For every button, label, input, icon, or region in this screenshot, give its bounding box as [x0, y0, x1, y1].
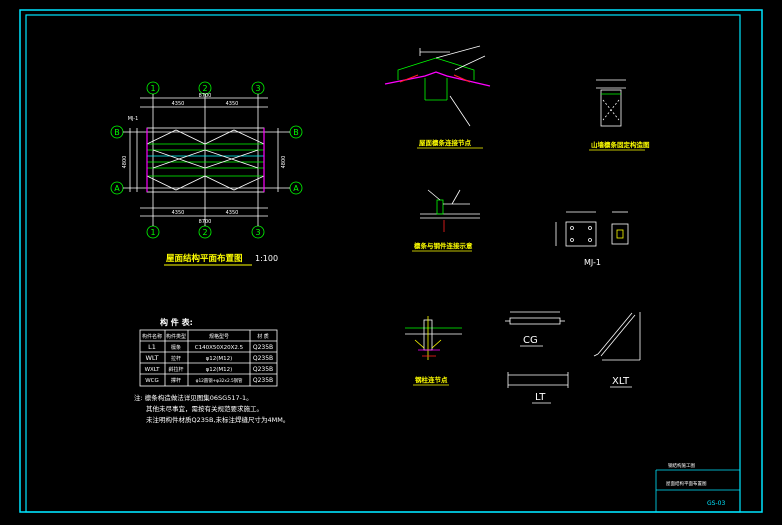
dim-top-2: 4350: [226, 101, 239, 107]
table-row: WLT 拉杆 φ12(M12) Q235B: [145, 354, 273, 362]
axis-label-a-right: A: [293, 184, 299, 193]
dim-side-right: 4800: [281, 156, 287, 169]
lt-detail: [507, 372, 569, 388]
table-row: WCG 撑杆 φ12圆钢+φ32x2.5钢管 Q235B: [145, 377, 273, 384]
xlt-detail: [593, 312, 641, 361]
notes: 注: 檩条构造做法详见图集06SG517-1。 其他未尽事宜，需按有关规范要求施…: [134, 393, 289, 424]
note-line-3: 未注明构件材质Q235B,未标注焊缝尺寸为4MM。: [146, 415, 289, 424]
table-title: 构 件 表:: [160, 317, 193, 327]
dim-bottom-total: 8700: [199, 219, 212, 225]
outer-frame: [19, 9, 763, 513]
axis-bubbles-top: [110, 81, 303, 239]
title-block: 钢结构施工图 屋面结构平面布置图 GS-03: [655, 462, 740, 512]
lt-title: LT: [535, 392, 546, 403]
column-detail: [405, 316, 462, 360]
titleblock-line2: 屋面结构平面布置图: [666, 480, 707, 487]
table-header-1: 构件类型: [166, 333, 186, 340]
table-cell: φ12圆钢+φ32x2.5钢管: [196, 377, 243, 384]
table-cell: 斜拉杆: [168, 366, 183, 373]
dim-top-total: 8700: [199, 93, 212, 99]
titleblock-drawing-no: GS-03: [707, 500, 725, 507]
purlin-support-detail: [420, 189, 480, 232]
dim-bottom-2: 4350: [226, 210, 239, 216]
column-detail-title: 钢柱连节点: [415, 375, 448, 384]
axis-label-3-bottom: 3: [255, 228, 260, 237]
table-cell: 撑杆: [171, 377, 181, 384]
mj1-title: MJ-1: [584, 258, 601, 267]
table-cell: WCG: [145, 378, 159, 384]
plan-title-group: 屋面结构平面布置图 1:100: [164, 253, 278, 266]
inner-frame: [25, 14, 741, 513]
mj1-detail: [555, 211, 629, 247]
table-header-2: 规格型号: [209, 333, 229, 340]
ridge-detail-title: 屋面檩条连接节点: [419, 138, 472, 147]
table-header-3: 材 质: [257, 333, 269, 340]
note-line-1: 注: 檩条构造做法详见图集06SG517-1。: [134, 393, 253, 402]
table-cell: WXLT: [145, 367, 161, 373]
plan-dimensions: 4350 4350 8700 4350 4350 8700 4800 4800 …: [122, 93, 287, 225]
plan-axis-labels: 1 2 3 1 2 3 B A B A: [114, 84, 299, 237]
axis-label-a-left: A: [114, 184, 120, 193]
axis-label-3-top: 3: [255, 84, 260, 93]
member-table: 构 件 表: 构件名称 构件类型 规格型号 材 质 L1 檩条 C140X50X…: [139, 317, 278, 387]
table-cell: Q235B: [253, 344, 273, 351]
table-cell: 檩条: [171, 344, 181, 351]
ridge-detail: [384, 45, 491, 127]
axis-label-1-top: 1: [150, 84, 155, 93]
cg-detail: [505, 311, 565, 325]
plan-scale: 1:100: [255, 254, 278, 263]
dim-top-1: 4350: [172, 101, 185, 107]
xlt-title: XLT: [612, 376, 630, 387]
plan-tag-mj1: MJ-1: [128, 116, 139, 122]
axis-label-2-bottom: 2: [202, 228, 207, 237]
dim-side-left: 4800: [122, 156, 128, 169]
purlin-support-title: 檩条与钢件连接示意: [414, 241, 473, 250]
table-cell: Q235B: [253, 377, 273, 384]
table-cell: φ12(M12): [206, 356, 233, 362]
dim-bottom-1: 4350: [172, 210, 185, 216]
note-line-2: 其他未尽事宜，需按有关规范要求施工。: [146, 404, 263, 413]
table-body: L1 檩条 C140X50X20X2.5 Q235B WLT 拉杆 φ12(M1…: [145, 343, 274, 384]
gable-detail-title: 山墙檩条固定构造图: [591, 140, 650, 149]
axis-label-2-top: 2: [202, 84, 207, 93]
table-cell: Q235B: [253, 366, 273, 373]
table-cell: 拉杆: [171, 355, 181, 362]
plan-title: 屋面结构平面布置图: [166, 253, 243, 264]
roof-plan: [110, 81, 303, 239]
axis-label-b-left: B: [114, 128, 120, 137]
titleblock-line1: 钢结构施工图: [668, 462, 695, 469]
axis-label-b-right: B: [293, 128, 299, 137]
table-cell: φ12(M12): [206, 367, 233, 373]
table-row: WXLT 斜拉杆 φ12(M12) Q235B: [145, 366, 274, 373]
axis-label-1-bottom: 1: [150, 228, 155, 237]
table-cell: WLT: [145, 354, 158, 362]
gable-detail: [596, 79, 626, 127]
cg-title: CG: [523, 335, 538, 346]
table-header-0: 构件名称: [142, 333, 162, 340]
table-cell: Q235B: [253, 355, 273, 362]
table-cell: C140X50X20X2.5: [195, 345, 244, 351]
table-cell: L1: [148, 343, 156, 351]
table-row: L1 檩条 C140X50X20X2.5 Q235B: [148, 343, 273, 351]
